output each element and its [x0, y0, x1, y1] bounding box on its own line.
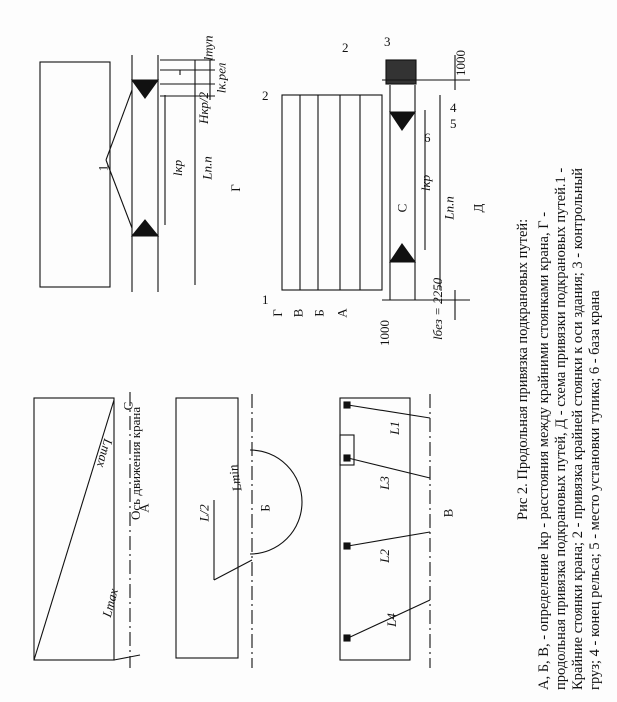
diagram-d-axis-2: 2 [262, 88, 269, 103]
diagram-g-h-kr: Hкр/2 [196, 91, 212, 125]
diagram-d-l-pp: Lп.п [441, 196, 457, 220]
diagram-d-callout-4: 4 [450, 100, 457, 115]
diagram-d-callout-3: 3 [384, 34, 391, 49]
diagram-b [175, 394, 303, 668]
diagram-d-callout-2: 2 [342, 40, 349, 55]
diagram-v-label-l1: L1 [386, 421, 402, 435]
diagram-g-letter: Г [227, 184, 243, 192]
diagram-d [281, 55, 470, 320]
diagram-g [39, 55, 215, 292]
diagram-d-dim-1000-left: 1000 [377, 320, 392, 346]
diagram-v-label-l4: L4 [383, 613, 399, 627]
diagram-d-dim-1000-right: 1000 [453, 50, 468, 76]
diagram-v-label-l2: L2 [376, 549, 392, 563]
diagram-a-c-label: С [120, 401, 136, 411]
diagram-g-l-tup: lтуп [200, 35, 216, 61]
diagram-d-axis-1: 1 [262, 292, 269, 307]
diagram-d-axis-b: Б [311, 309, 327, 317]
diagram-d-letter: Д [470, 203, 486, 213]
diagram-g-l-kr: lкр [170, 159, 186, 177]
diagram-v-letter: В [440, 508, 456, 518]
diagram-d-c-label: С [394, 203, 410, 213]
diagram-d-l-kr: lкр [418, 174, 434, 192]
diagram-v-label-l3: L3 [376, 476, 392, 490]
diagram-d-axis-v: В [290, 308, 306, 318]
diagram-a [33, 392, 141, 668]
diagram-b-letter: Б [257, 504, 273, 512]
diagram-g-l-k-rel: lк.рел [213, 62, 229, 94]
diagram-g-num-1: 1 [95, 164, 111, 172]
diagram-d-axis-a: А [334, 308, 350, 318]
diagram-g-l-pp: Lп.п [199, 156, 215, 180]
diagram-b-half-label: L/2 [196, 504, 212, 522]
diagram-v [339, 394, 431, 668]
diagram-d-callout-6: 6 [424, 130, 431, 145]
diagram-d-axis-g: Г [269, 309, 285, 317]
diagram-d-l-bez: lбез = 2250 [430, 277, 445, 340]
diagram-d-callout-5: 5 [450, 116, 457, 131]
diagram-a-letter: А [136, 503, 152, 513]
